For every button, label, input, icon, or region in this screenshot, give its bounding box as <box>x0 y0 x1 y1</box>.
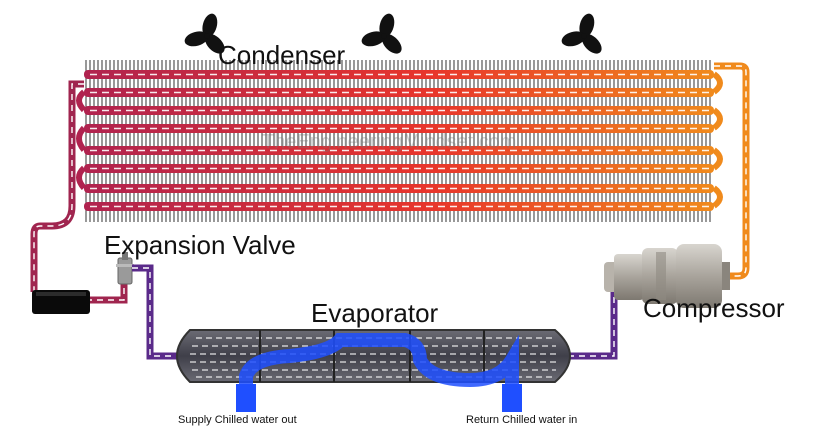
supply-water-label: Supply Chilled water out <box>178 414 297 426</box>
condenser-fins <box>85 60 711 222</box>
watermark: TheEngineeringMindset.com <box>262 131 517 153</box>
discharge-line <box>714 62 750 280</box>
condenser-label: Condenser <box>218 40 346 70</box>
receiver-icon <box>32 290 90 314</box>
condenser-coil <box>76 70 723 211</box>
return-water-label: Return Chilled water in <box>466 414 578 426</box>
expansion-valve-label: Expansion Valve <box>104 230 296 260</box>
evaporator-label: Evaporator <box>311 298 439 328</box>
fan-icon <box>184 13 225 54</box>
fan-icon <box>361 13 402 54</box>
suction-line <box>568 290 618 360</box>
liquid-line <box>30 80 128 304</box>
fan-icon <box>561 13 602 54</box>
low-pressure-line <box>132 264 188 360</box>
compressor-icon <box>604 244 730 308</box>
evaporator-shell <box>176 329 571 412</box>
expansion-valve-icon <box>116 252 134 285</box>
compressor-label: Compressor <box>643 293 785 323</box>
